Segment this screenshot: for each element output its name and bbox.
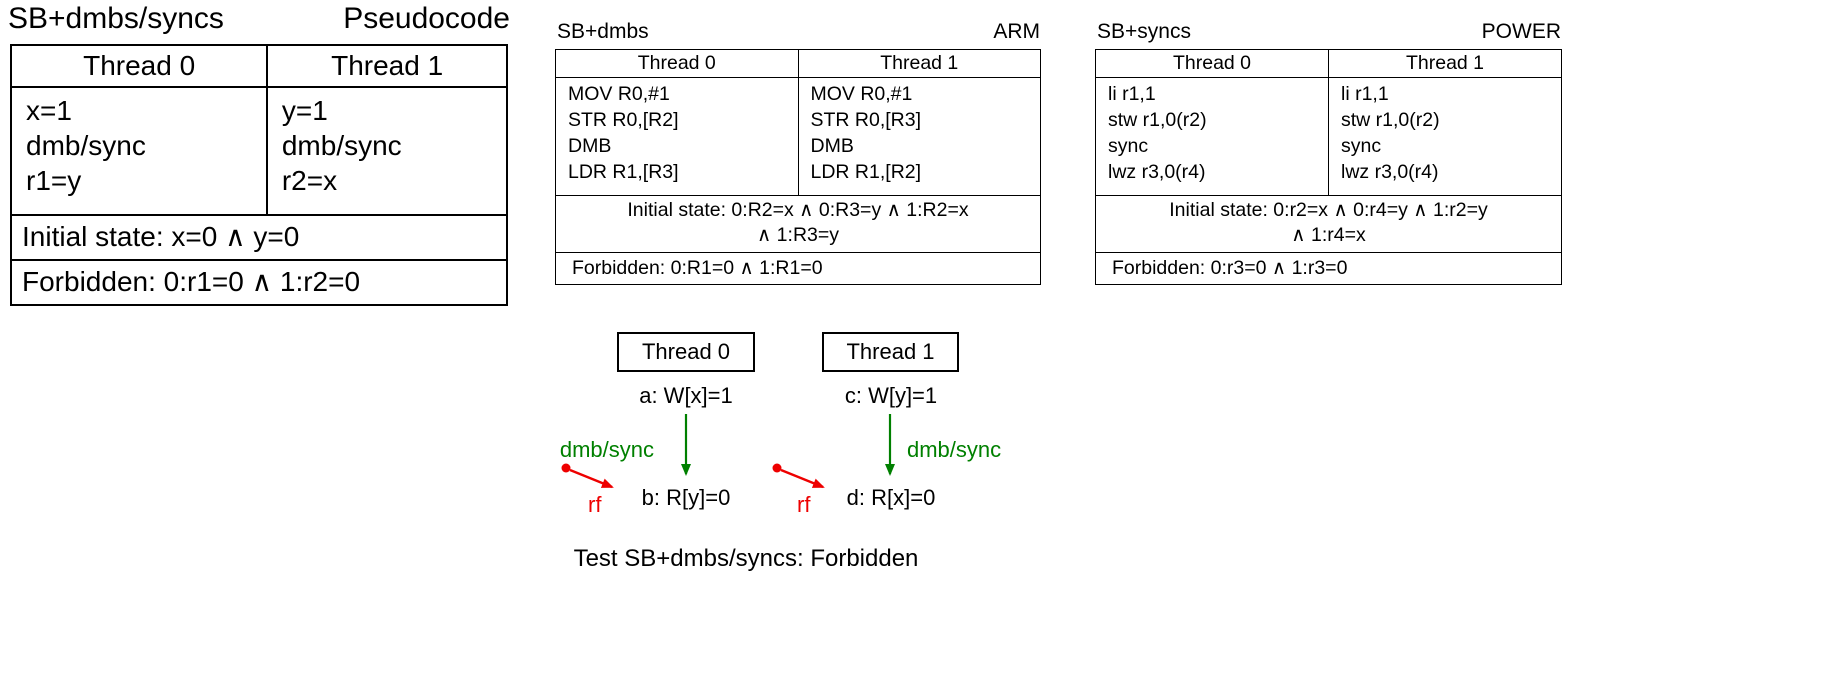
power-header-row: Thread 0 Thread 1 [1096, 50, 1561, 78]
code-line: li r1,1 [1341, 83, 1389, 105]
arm-initial-state: Initial state: 0:R2=x ∧ 0:R3=y ∧ 1:R2=x … [556, 196, 1040, 253]
diagram-thread1-box: Thread 1 [822, 332, 959, 372]
rf-source-dot-right [772, 463, 782, 473]
arm-forbidden-condition: Forbidden: 0:R1=0 ∧ 1:R1=0 [572, 257, 823, 279]
code-line: y=1 [281, 95, 328, 126]
initial-state-line: Initial state: 0:R2=x ∧ 0:R3=y ∧ 1:R2=x [627, 199, 969, 221]
arm-table: Thread 0 Thread 1 MOV R0,#1 STR R0,[R2] … [555, 49, 1041, 285]
code-line: dmb/sync [26, 130, 146, 161]
event-d-read-x: d: R[x]=0 [846, 485, 936, 510]
power-forbidden-condition: Forbidden: 0:r3=0 ∧ 1:r3=0 [1112, 257, 1348, 279]
code-line: lwz r3,0(r4) [1108, 161, 1206, 183]
diagram-thread0-box: Thread 0 [617, 332, 755, 372]
figure-caption: Test SB+dmbs/syncs: Forbidden [573, 545, 919, 572]
code-line: x=1 [26, 95, 72, 126]
code-line: DMB [810, 135, 854, 157]
code-line: li r1,1 [1108, 83, 1156, 105]
arm-table-title: SB+dmbs ARM [557, 20, 1040, 44]
arm-thread0-header: Thread 0 [637, 52, 716, 74]
code-line: STR R0,[R2] [568, 109, 679, 131]
power-thread0-code: li r1,1 stw r1,0(r2) sync lwz r3,0(r4) [1096, 78, 1328, 195]
arm-thread1-code: MOV R0,#1 STR R0,[R3] DMB LDR R1,[R2] [797, 78, 1041, 195]
power-table-title: SB+syncs POWER [1097, 20, 1561, 44]
code-line: sync [1108, 135, 1149, 157]
initial-state-line: Initial state: 0:r2=x ∧ 0:r4=y ∧ 1:r2=y [1169, 199, 1488, 221]
dmb-edge-label-right: dmb/sync [907, 437, 1002, 462]
initial-state-line: ∧ 1:R3=y [756, 224, 840, 246]
rf-source-dot-left [561, 463, 571, 473]
event-b-read-y: b: R[y]=0 [641, 485, 731, 510]
pseudocode-table: Thread 0 Thread 1 x=1 dmb/sync r1=y y=1 … [10, 44, 508, 306]
code-line: stw r1,0(r2) [1341, 109, 1440, 131]
code-line: r2=x [281, 165, 338, 196]
rf-edge-left [569, 468, 614, 489]
pseudocode-thread1-header: Thread 1 [266, 46, 506, 86]
code-line: MOV R0,#1 [810, 83, 913, 105]
pseudocode-thread0-header: Thread 0 [83, 50, 196, 81]
code-line: DMB [568, 135, 612, 157]
pseudocode-code-row: x=1 dmb/sync r1=y y=1 dmb/sync r2=x [12, 88, 506, 216]
code-line: LDR R1,[R2] [810, 161, 922, 183]
arm-test-name: SB+dmbs [557, 20, 649, 43]
code-line: dmb/sync [281, 130, 402, 161]
event-a-write-x: a: W[x]=1 [639, 383, 733, 408]
rf-edge-right [780, 468, 825, 489]
power-thread1-header: Thread 1 [1328, 50, 1561, 77]
code-line: r1=y [26, 165, 82, 196]
power-thread1-code: li r1,1 stw r1,0(r2) sync lwz r3,0(r4) [1328, 78, 1561, 195]
pseudocode-header-row: Thread 0 Thread 1 [12, 46, 506, 88]
pseudocode-table-title: SB+dmbs/syncs Pseudocode [8, 2, 510, 36]
rf-edge-label-right: rf [797, 492, 811, 517]
code-line: sync [1341, 135, 1382, 157]
arm-header-row: Thread 0 Thread 1 [556, 50, 1040, 78]
power-test-name: SB+syncs [1097, 20, 1191, 43]
code-line: MOV R0,#1 [568, 83, 670, 105]
initial-state-line: ∧ 1:r4=x [1291, 224, 1366, 246]
pseudocode-forbidden-condition: Forbidden: 0:r1=0 ∧ 1:r2=0 [22, 266, 361, 297]
dmb-edge-label-left: dmb/sync [559, 437, 654, 462]
pseudocode-test-name: SB+dmbs/syncs [8, 2, 224, 35]
pseudocode-thread0-code: x=1 dmb/sync r1=y [12, 88, 266, 214]
arm-thread0-code: MOV R0,#1 STR R0,[R2] DMB LDR R1,[R3] [556, 78, 798, 195]
power-initial-state: Initial state: 0:r2=x ∧ 0:r4=y ∧ 1:r2=y … [1096, 196, 1561, 253]
power-table: Thread 0 Thread 1 li r1,1 stw r1,0(r2) s… [1095, 49, 1562, 285]
code-line: STR R0,[R3] [810, 109, 922, 131]
execution-diagram-edges [561, 414, 895, 489]
event-c-write-y: c: W[y]=1 [844, 383, 938, 408]
rf-edge-label-left: rf [588, 492, 602, 517]
power-code-row: li r1,1 stw r1,0(r2) sync lwz r3,0(r4) l… [1096, 78, 1561, 196]
code-line: lwz r3,0(r4) [1341, 161, 1439, 183]
pseudocode-kind-label: Pseudocode [343, 2, 510, 35]
arm-arch-label: ARM [993, 20, 1040, 43]
pseudocode-thread1-code: y=1 dmb/sync r2=x [265, 88, 506, 214]
power-thread0-header: Thread 0 [1172, 52, 1252, 74]
code-line: LDR R1,[R3] [568, 161, 679, 183]
code-line: stw r1,0(r2) [1108, 109, 1207, 131]
pseudocode-initial-state: Initial state: x=0 ∧ y=0 [12, 216, 506, 261]
arm-thread1-header: Thread 1 [797, 50, 1041, 77]
power-arch-label: POWER [1481, 20, 1561, 43]
arm-code-row: MOV R0,#1 STR R0,[R2] DMB LDR R1,[R3] MO… [556, 78, 1040, 196]
